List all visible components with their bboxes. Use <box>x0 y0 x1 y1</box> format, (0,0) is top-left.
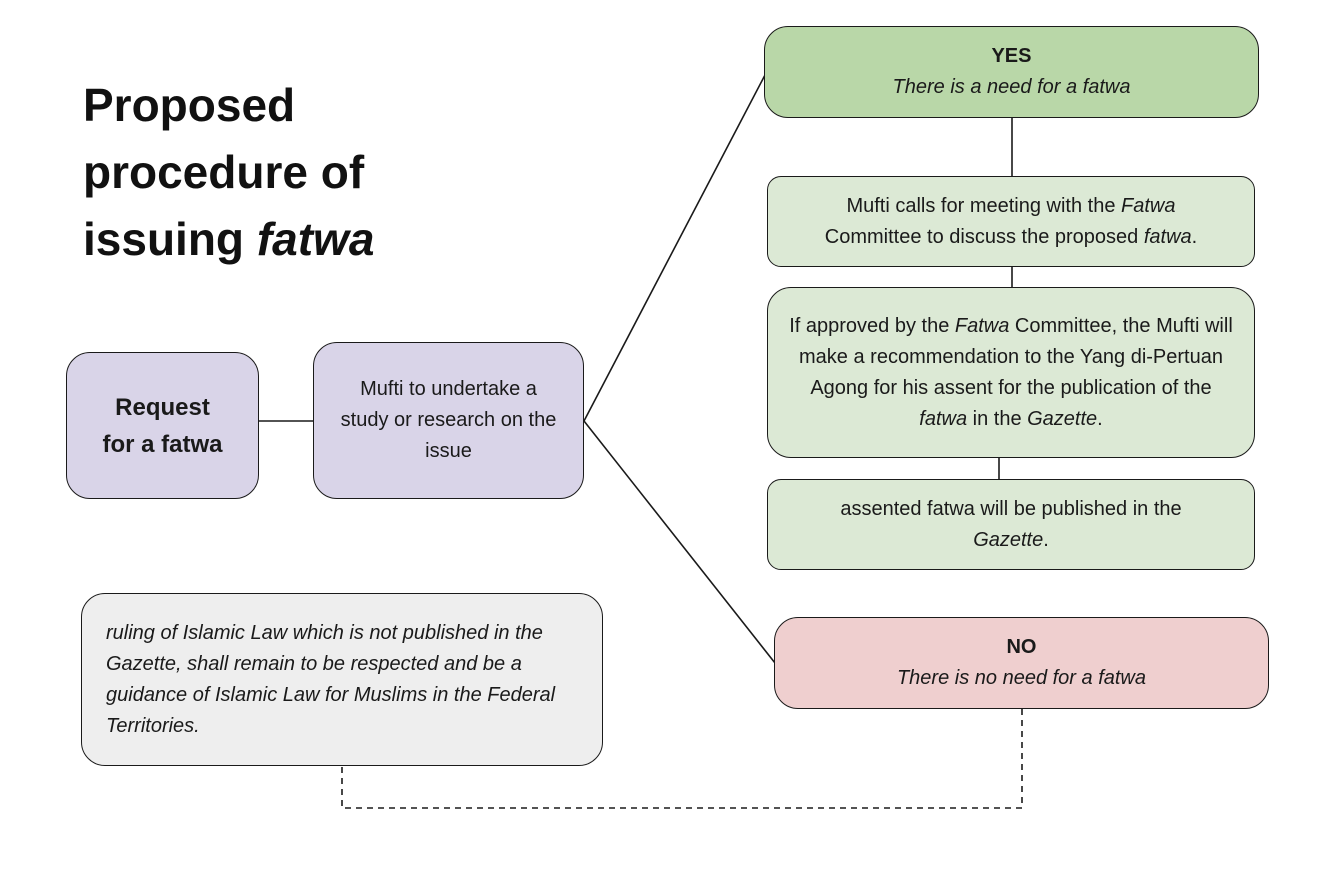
study-node: Mufti to undertake a study or research o… <box>313 342 584 499</box>
title-line-3-italic: fatwa <box>256 213 375 265</box>
request-node: Request for a fatwa <box>66 352 259 499</box>
approval-text-2: Fatwa <box>954 314 1010 337</box>
approval-text-4: fatwa <box>919 407 968 430</box>
meeting-text-5: . <box>1191 225 1198 248</box>
connector-study-to-no <box>583 420 776 664</box>
approval-text-5: in the <box>967 407 1028 430</box>
yes-subtext: There is a need for a fatwa <box>892 76 1131 98</box>
approval-node: If approved by the Fatwa Committee, the … <box>767 287 1255 458</box>
title-line-1: Proposed <box>83 79 296 131</box>
connector-study-to-yes <box>583 74 766 422</box>
meeting-text-4: fatwa <box>1143 225 1192 248</box>
published-text-3: . <box>1043 528 1049 551</box>
study-label: Mufti to undertake a study or research o… <box>340 378 557 462</box>
no-node: NO There is no need for a fatwa <box>774 617 1269 709</box>
approval-text-6: Gazette <box>1027 407 1098 430</box>
note-node: ruling of Islamic Law which is not publi… <box>81 593 603 766</box>
request-label: Request for a fatwa <box>102 389 222 463</box>
note-label: ruling of Islamic Law which is not publi… <box>106 621 556 737</box>
yes-content: YES There is a need for a fatwa <box>893 41 1131 103</box>
yes-node: YES There is a need for a fatwa <box>764 26 1259 118</box>
yes-heading: YES <box>991 45 1032 67</box>
approval-text-1: If approved by the <box>789 314 955 337</box>
no-content: NO There is no need for a fatwa <box>897 632 1146 694</box>
approval-label: If approved by the Fatwa Committee, the … <box>786 311 1236 435</box>
no-subtext: There is no need for a fatwa <box>896 667 1147 689</box>
no-heading: NO <box>1006 636 1037 658</box>
page-title: Proposed procedure of issuing fatwa <box>83 72 503 273</box>
request-line-1: Request <box>115 393 210 421</box>
meeting-text-3: Committee to discuss the proposed <box>824 225 1144 248</box>
meeting-text-2: Fatwa <box>1121 194 1176 217</box>
title-line-3: issuing fatwa <box>83 206 503 273</box>
approval-text-3: Committee, the Mufti will make a recomme… <box>799 314 1233 399</box>
published-text-2: Gazette <box>973 528 1044 551</box>
meeting-text-1: Mufti calls for meeting with the <box>846 194 1122 217</box>
published-text-1: assented fatwa will be published in the <box>840 497 1182 520</box>
approval-text-7: . <box>1097 407 1103 430</box>
request-line-2: for a fatwa <box>102 430 223 458</box>
title-line-2: procedure of <box>83 146 365 198</box>
title-line-3-plain: issuing <box>83 213 257 265</box>
